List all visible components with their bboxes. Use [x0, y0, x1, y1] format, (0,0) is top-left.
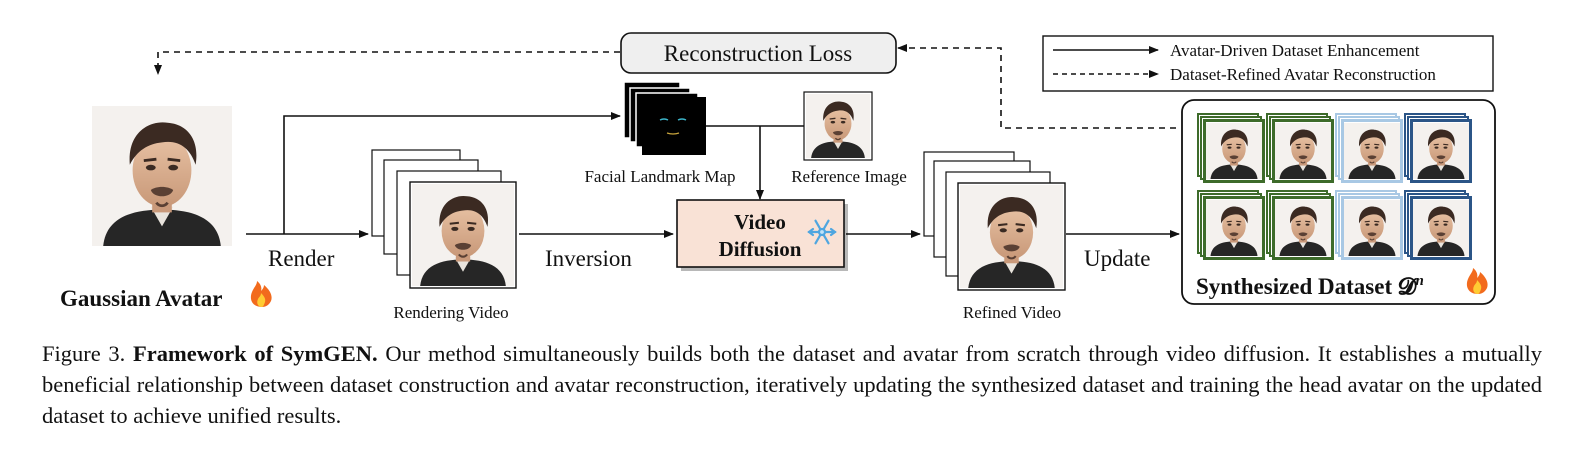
inversion-label: Inversion: [545, 246, 632, 271]
dataset-frame: [1204, 197, 1264, 259]
dataset-frame: [1273, 197, 1333, 259]
dataset-image-grid: [1197, 113, 1472, 260]
reference-image: [803, 91, 873, 161]
dataset-face-image: [1344, 199, 1400, 257]
dataset-face-image: [1344, 122, 1400, 180]
render-arrows: [246, 112, 621, 238]
dataset-frame: [1342, 197, 1402, 259]
legend: Avatar-Driven Dataset Enhancement Datase…: [1042, 35, 1494, 92]
refined-video-label: Refined Video: [963, 303, 1061, 322]
synthesized-dataset-label: Synthesized Dataset 𝓓n: [1196, 273, 1424, 299]
video-diffusion-label-line1: Video: [734, 210, 786, 234]
dataset-face-image: [1206, 122, 1262, 180]
dataset-face-image: [1275, 122, 1331, 180]
rendering-video-stack: [371, 149, 517, 289]
fire-icon: [1466, 268, 1488, 294]
video-diffusion-label-line2: Diffusion: [719, 237, 802, 261]
facial-landmark-map-stack: [623, 81, 706, 155]
framework-figure: Reconstruction Loss Avatar-Driven Datase…: [60, 32, 1496, 322]
update-label: Update: [1084, 246, 1150, 271]
dataset-frame: [1411, 120, 1471, 182]
fire-icon: [250, 281, 272, 307]
figure-caption: Figure 3. Framework of SymGEN. Our metho…: [42, 338, 1542, 431]
rendering-video-label: Rendering Video: [393, 303, 508, 322]
caption-label: Figure 3.: [42, 341, 126, 366]
dataset-face-image: [1413, 199, 1469, 257]
gaussian-avatar-label: Gaussian Avatar: [60, 286, 223, 311]
dataset-frame: [1204, 120, 1264, 182]
dashed-feedback-path: [154, 44, 1176, 129]
synthesized-dataset-panel: Synthesized Dataset 𝓓n: [1181, 99, 1496, 305]
dataset-face-image: [1413, 122, 1469, 180]
refined-video-stack: [923, 151, 1066, 291]
legend-solid-label: Avatar-Driven Dataset Enhancement: [1170, 41, 1420, 60]
reference-image-label: Reference Image: [791, 167, 907, 186]
reconstruction-loss-box: Reconstruction Loss: [620, 32, 897, 74]
caption-title: Framework of SymGEN.: [132, 341, 378, 366]
snowflake-icon: [807, 219, 837, 245]
dataset-frame: [1342, 120, 1402, 182]
legend-dashed-label: Dataset-Refined Avatar Reconstruction: [1170, 65, 1436, 84]
caption-body: Our method simultaneously builds both th…: [42, 341, 1543, 428]
dataset-face-image: [1206, 199, 1262, 257]
dataset-frame: [1411, 197, 1471, 259]
video-diffusion-box: Video Diffusion: [676, 199, 848, 271]
dataset-face-image: [1275, 199, 1331, 257]
facial-landmark-map-label: Facial Landmark Map: [584, 167, 735, 186]
render-label: Render: [268, 246, 335, 271]
conditioning-arrows: [706, 125, 804, 200]
gaussian-avatar-image: [92, 104, 232, 248]
dataset-frame: [1273, 120, 1333, 182]
reconstruction-loss-label: Reconstruction Loss: [664, 41, 852, 66]
